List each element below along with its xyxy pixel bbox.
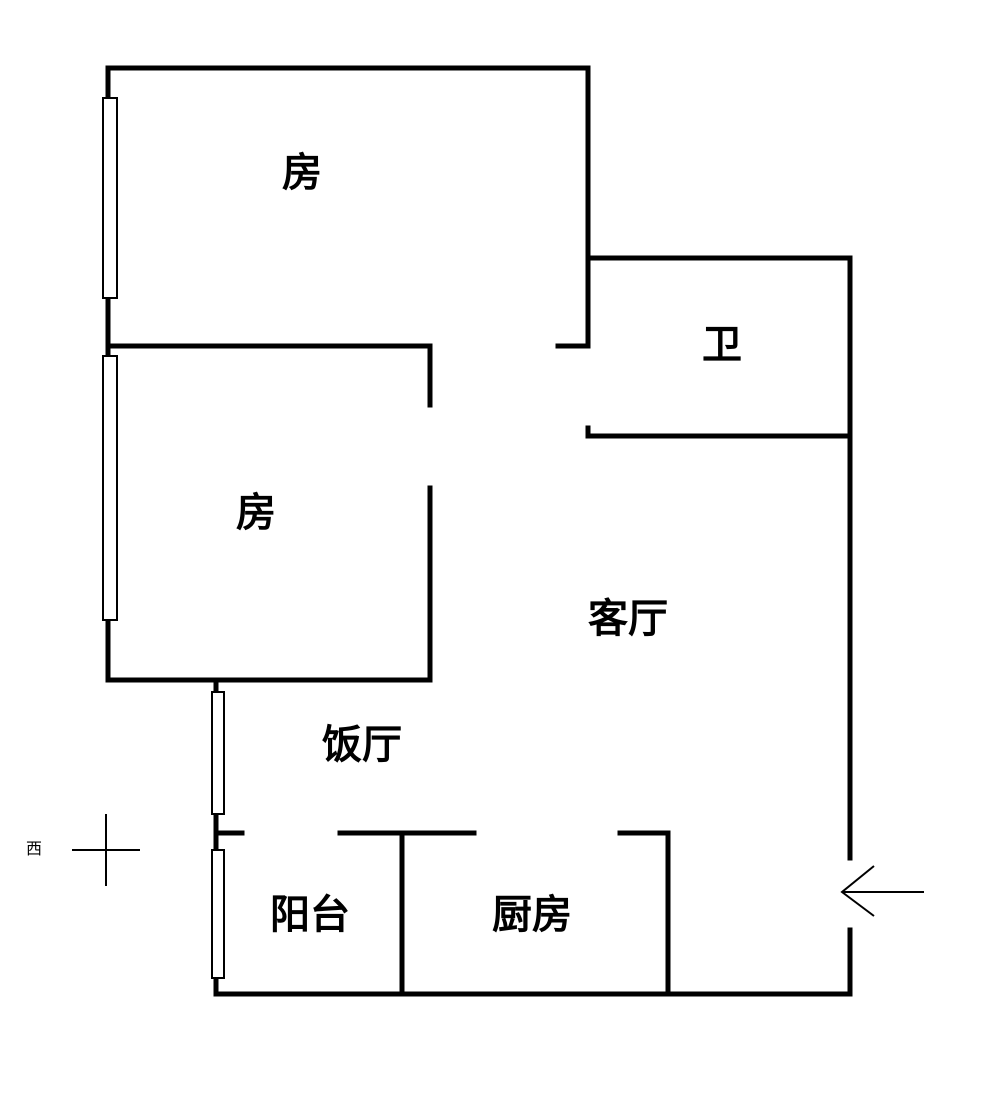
label-kitchen: 厨房 [492, 892, 572, 938]
label-balcony: 阳台 [270, 892, 350, 938]
room-labels: 房 房 卫 客厅 饭厅 阳台 厨房 [236, 150, 742, 938]
windows [102, 97, 225, 979]
window-bedroom1 [102, 97, 118, 299]
window-bedroom2 [102, 355, 118, 621]
label-bathroom: 卫 [702, 322, 742, 368]
window-dining [211, 691, 225, 815]
label-bedroom-1: 房 [282, 150, 322, 196]
label-bedroom-2: 房 [236, 490, 276, 536]
entrance-arrow-icon [840, 865, 924, 917]
label-living-room: 客厅 [588, 596, 668, 642]
compass-cross-icon [72, 814, 140, 886]
window-balcony [211, 849, 225, 979]
compass-label: 西 [26, 839, 42, 858]
label-dining-room: 饭厅 [322, 722, 402, 768]
